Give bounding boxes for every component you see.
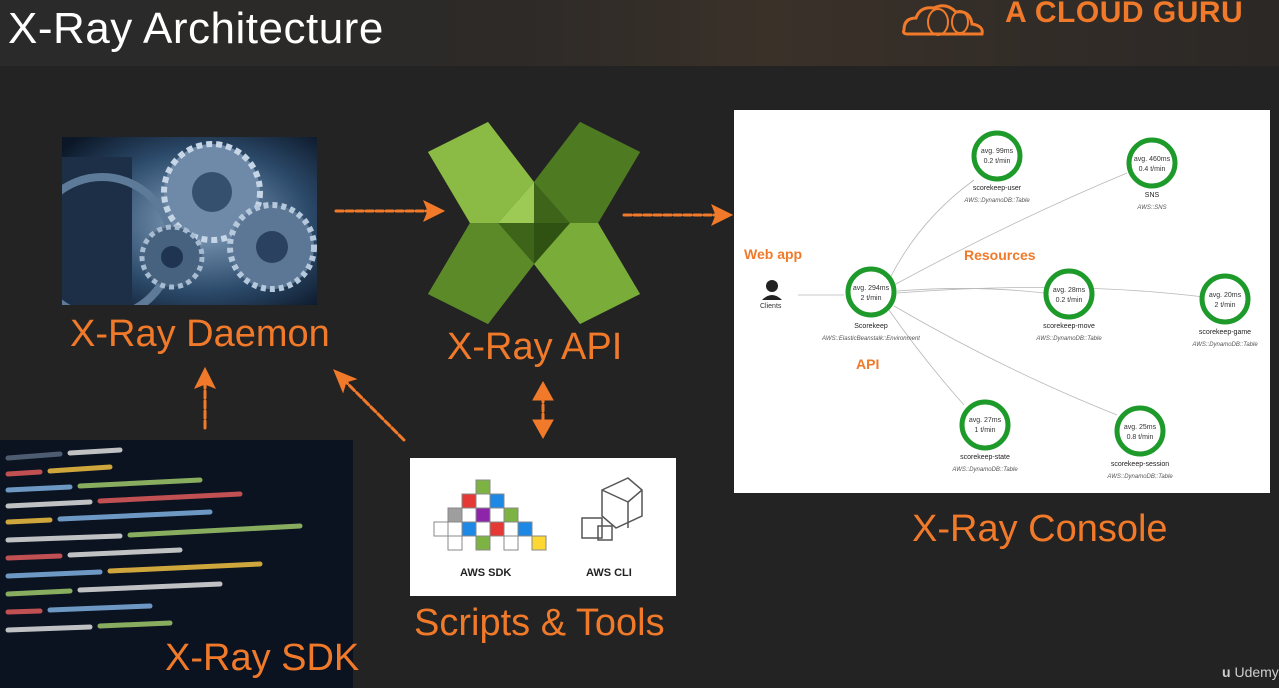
svg-text:scorekeep-game: scorekeep-game (1199, 329, 1251, 336)
svg-text:0.8 t/min: 0.8 t/min (1127, 434, 1154, 441)
svg-text:AWS::DynamoDB::Table: AWS::DynamoDB::Table (963, 198, 1030, 204)
aws-cli-icon (581, 477, 643, 541)
svg-text:AWS::DynamoDB::Table: AWS::DynamoDB::Table (1106, 474, 1173, 480)
svg-text:avg. 20ms: avg. 20ms (1209, 292, 1242, 299)
xray-console-service-map: Web app Resources API Clients avg. 294ms… (734, 110, 1270, 493)
service-node[interactable]: avg. 25ms 0.8 t/min scorekeep-session AW… (1106, 405, 1173, 480)
svg-text:scorekeep-user: scorekeep-user (973, 185, 1022, 192)
scripts-tools-label: Scripts & Tools (414, 602, 665, 644)
svg-text:avg. 28ms: avg. 28ms (1053, 287, 1086, 294)
clients-icon (762, 280, 782, 300)
aws-sdk-icon (433, 479, 547, 551)
page-title: X-Ray Architecture (8, 4, 384, 53)
svg-text:AWS::DynamoDB::Table: AWS::DynamoDB::Table (1035, 336, 1102, 342)
svg-text:avg. 25ms: avg. 25ms (1124, 424, 1157, 431)
svg-text:0.2 t/min: 0.2 t/min (984, 158, 1011, 165)
service-node[interactable]: avg. 27ms 1 t/min scorekeep-state AWS::D… (951, 399, 1018, 473)
xray-api-label: X-Ray API (447, 326, 623, 368)
service-node[interactable]: avg. 294ms 2 t/min Scorekeep AWS::Elasti… (821, 266, 920, 342)
service-node[interactable]: avg. 99ms 0.2 t/min scorekeep-user AWS::… (963, 130, 1030, 204)
clients-label: Clients (760, 303, 782, 310)
svg-text:SNS: SNS (1145, 192, 1160, 199)
resources-label: Resources (964, 247, 1036, 263)
xray-sdk-label: X-Ray SDK (165, 637, 360, 679)
scripts-tools-panel: AWS SDK AWS CLI (410, 458, 676, 596)
svg-text:avg. 27ms: avg. 27ms (969, 417, 1002, 424)
aws-cli-label: AWS CLI (586, 567, 632, 579)
svg-text:scorekeep-session: scorekeep-session (1111, 461, 1169, 468)
svg-text:Scorekeep: Scorekeep (854, 323, 888, 330)
svg-text:AWS::ElasticBeanstalk::Environ: AWS::ElasticBeanstalk::Environment (821, 336, 920, 342)
svg-text:avg. 460ms: avg. 460ms (1134, 156, 1171, 163)
service-node[interactable]: avg. 460ms 0.4 t/min SNS AWS::SNS (1126, 137, 1178, 211)
service-node[interactable]: avg. 28ms 0.2 t/min scorekeep-move AWS::… (1035, 268, 1102, 342)
svg-text:scorekeep-state: scorekeep-state (960, 454, 1010, 461)
udemy-label: Udemy (1234, 664, 1279, 680)
brand-name: A CLOUD GURU (1005, 0, 1244, 29)
udemy-logo-icon: u (1222, 664, 1231, 680)
xray-api-logo-icon (428, 122, 640, 324)
header-bar (0, 0, 1279, 66)
api-label: API (856, 356, 879, 372)
xray-daemon-label: X-Ray Daemon (70, 313, 330, 355)
daemon-gears-image (62, 137, 317, 305)
svg-text:2 t/min: 2 t/min (860, 295, 881, 302)
sdk-code-image (0, 440, 353, 688)
cloud-logo-icon (902, 4, 984, 36)
svg-text:AWS::SNS: AWS::SNS (1136, 205, 1166, 211)
xray-console-label: X-Ray Console (912, 508, 1168, 550)
web-app-label: Web app (744, 246, 802, 262)
svg-text:avg. 294ms: avg. 294ms (853, 285, 890, 292)
svg-text:0.2 t/min: 0.2 t/min (1056, 297, 1083, 304)
svg-text:AWS::DynamoDB::Table: AWS::DynamoDB::Table (1191, 342, 1258, 348)
svg-text:1 t/min: 1 t/min (974, 427, 995, 434)
service-node[interactable]: avg. 20ms 2 t/min scorekeep-game AWS::Dy… (1191, 273, 1258, 348)
udemy-watermark: u Udemy (1222, 664, 1279, 680)
svg-text:avg. 99ms: avg. 99ms (981, 148, 1014, 155)
svg-text:AWS::DynamoDB::Table: AWS::DynamoDB::Table (951, 467, 1018, 473)
aws-sdk-label: AWS SDK (460, 567, 511, 579)
svg-text:2 t/min: 2 t/min (1214, 302, 1235, 309)
svg-text:scorekeep-move: scorekeep-move (1043, 323, 1095, 330)
svg-text:0.4 t/min: 0.4 t/min (1139, 166, 1166, 173)
